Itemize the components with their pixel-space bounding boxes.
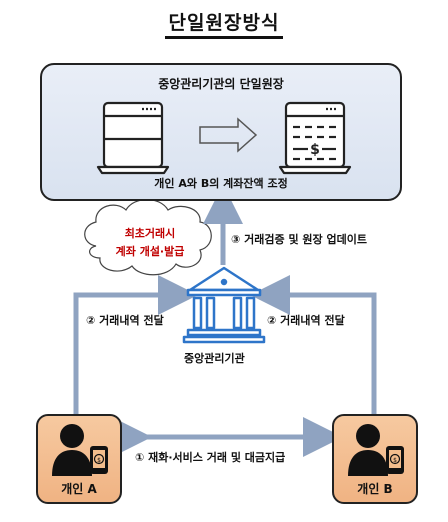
arrow-right-icon bbox=[199, 117, 258, 153]
svg-text:$: $ bbox=[97, 457, 101, 464]
step2-right-label: ② 거래내역 전달 bbox=[267, 314, 345, 327]
bank-label: 중앙관리기관 bbox=[184, 352, 245, 365]
person-icon bbox=[52, 424, 92, 476]
central-ledger-box: 중앙관리기관의 단일원장 $ 개인 A와 B의 계좌잔액 조정 bbox=[40, 63, 402, 201]
ledger-graphics: $ bbox=[96, 101, 352, 175]
person-a-label: 개인 A bbox=[61, 482, 97, 496]
person-b-box: $ 개인 B bbox=[332, 414, 418, 504]
cloud-line-1: 최초거래시 bbox=[124, 227, 176, 240]
step3-label: ③ 거래검증 및 원장 업데이트 bbox=[231, 233, 367, 246]
person-a-graphics: $ bbox=[52, 424, 108, 476]
ledger-after-icon: $ bbox=[278, 101, 352, 175]
cloud-note: 최초거래시 계좌 개설·발급 bbox=[90, 225, 210, 261]
cloud-line-2: 계좌 개설·발급 bbox=[115, 245, 185, 258]
bank-icon bbox=[182, 266, 266, 344]
ledger-title: 중앙관리기관의 단일원장 bbox=[158, 77, 284, 91]
ledger-caption: 개인 A와 B의 계좌잔액 조정 bbox=[154, 177, 288, 190]
person-icon bbox=[348, 424, 388, 476]
ledger-before-icon bbox=[96, 101, 170, 175]
person-a-box: $ 개인 A bbox=[36, 414, 122, 504]
svg-text:$: $ bbox=[310, 142, 320, 158]
step2-left-label: ② 거래내역 전달 bbox=[86, 314, 164, 327]
arrow-step2-right bbox=[250, 275, 377, 414]
arrow-step2-left bbox=[73, 275, 198, 414]
cloud-icon bbox=[84, 198, 212, 276]
phone-payment-icon: $ bbox=[386, 446, 404, 474]
svg-text:$: $ bbox=[393, 457, 397, 464]
person-b-graphics: $ bbox=[348, 424, 404, 476]
diagram-title: 단일원장방식 bbox=[0, 8, 448, 39]
phone-payment-icon: $ bbox=[90, 446, 108, 474]
step1-label: ① 재화·서비스 거래 및 대금지급 bbox=[135, 451, 286, 464]
person-b-label: 개인 B bbox=[357, 482, 393, 496]
diagram-title-text: 단일원장방식 bbox=[164, 12, 284, 39]
